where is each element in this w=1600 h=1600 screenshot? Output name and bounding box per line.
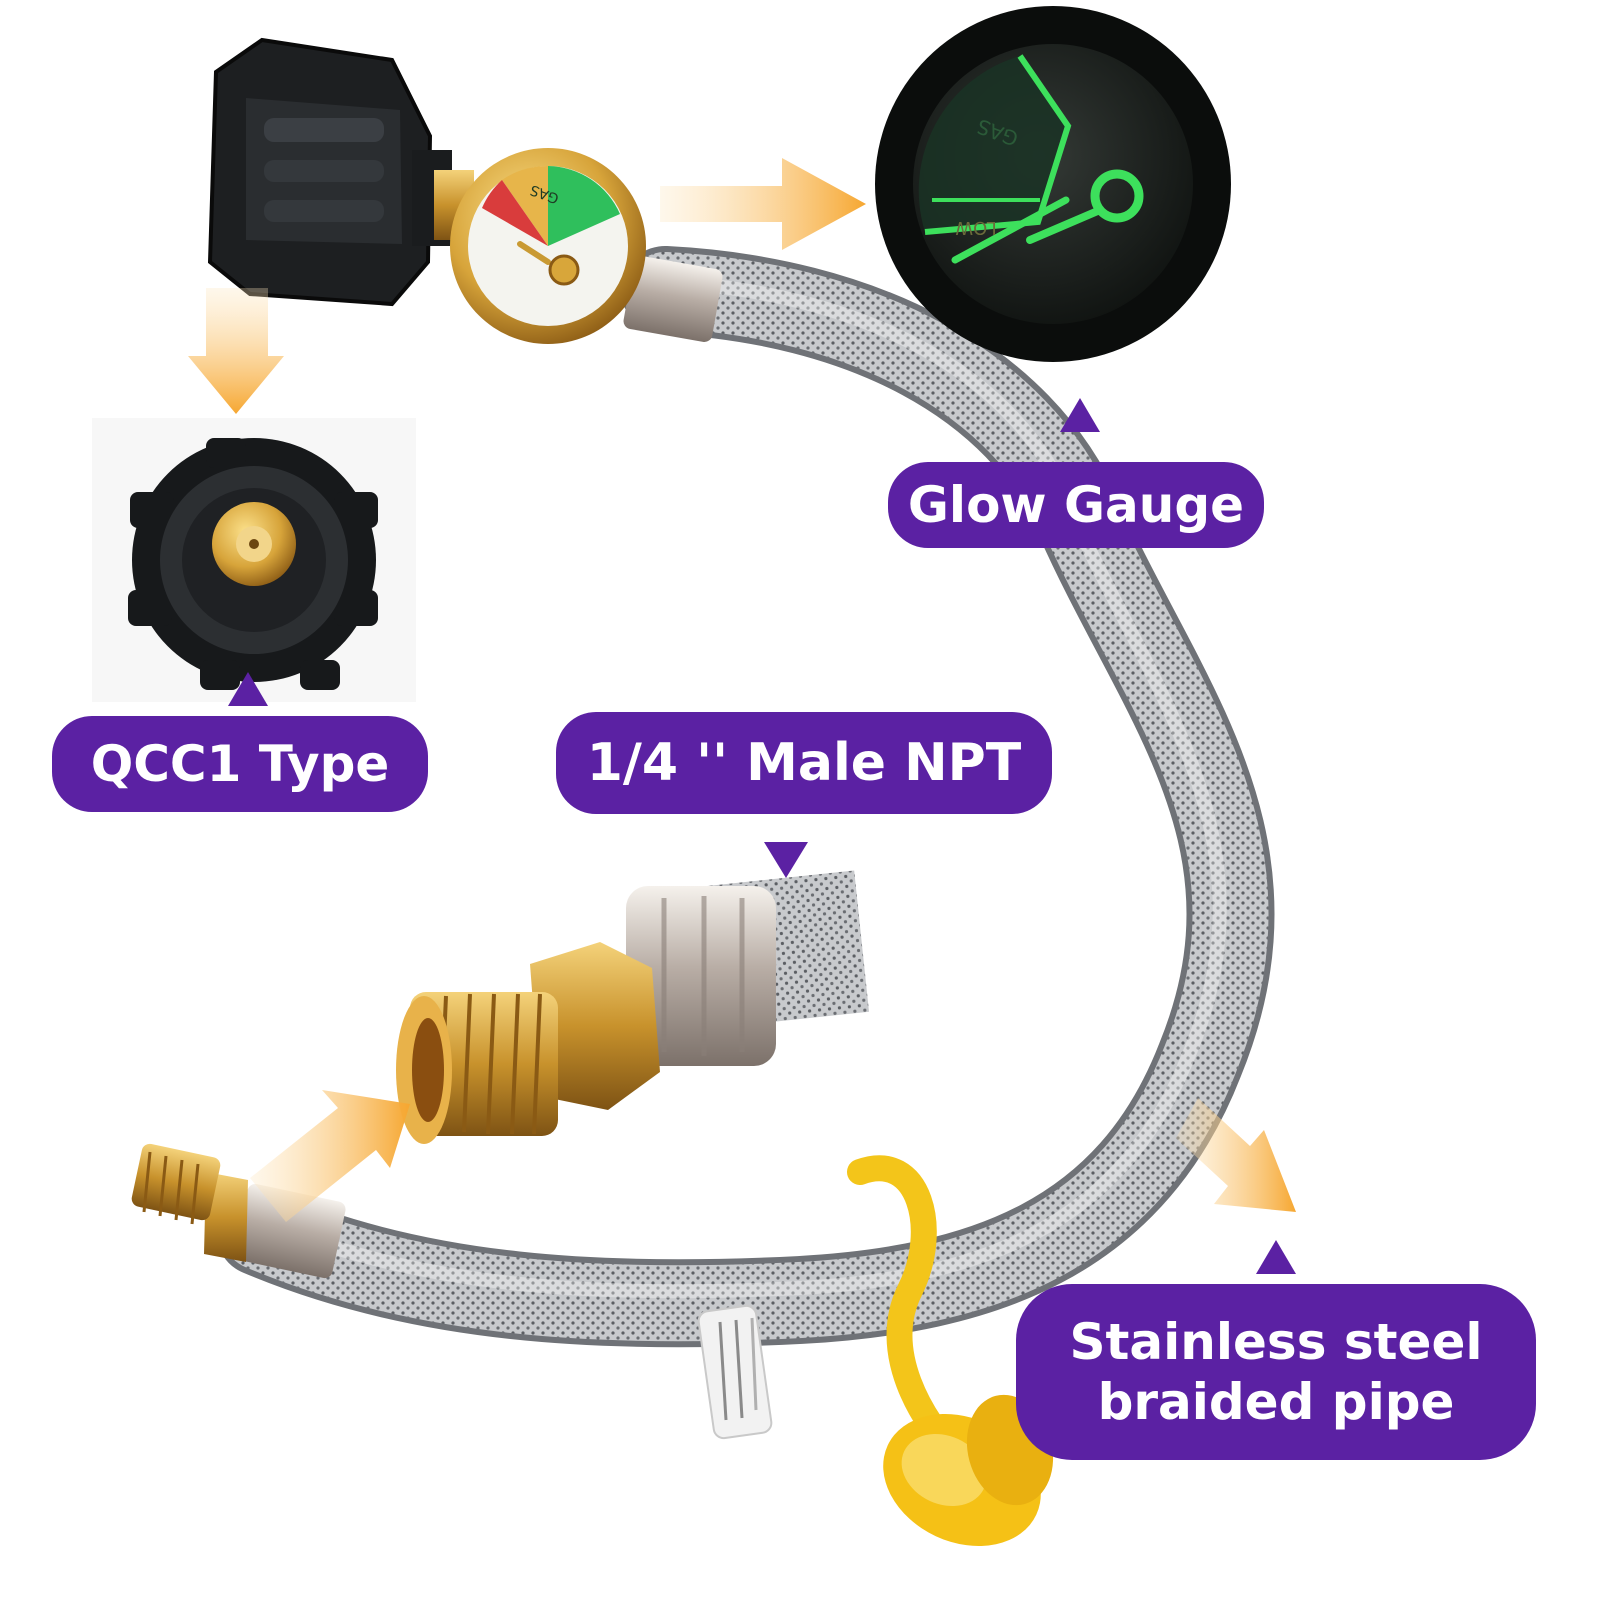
- braided-hose: [216, 246, 1275, 1348]
- large-gauge-low-text: LOW: [955, 217, 997, 238]
- stainless-label-line1: Stainless steel: [1069, 1313, 1483, 1371]
- triangle-pointer-icon: [764, 842, 808, 878]
- arrow-icon: [250, 1090, 410, 1222]
- glow-gauge-closeup: GAS LOW: [875, 6, 1231, 362]
- triangle-pointer-icon: [228, 672, 268, 706]
- stainless-label-line2: braided pipe: [1097, 1373, 1455, 1431]
- npt-fitting-closeup: [396, 870, 870, 1144]
- arrow-icon: [1176, 1098, 1296, 1212]
- triangle-pointer-icon: [1256, 1240, 1296, 1274]
- top-ferrule: [623, 256, 723, 342]
- stainless-steel-label: Stainless steel braided pipe: [1016, 1284, 1536, 1460]
- triangle-pointer-icon: [1060, 398, 1100, 432]
- arrow-icon: [660, 158, 866, 250]
- male-npt-label: 1/4 '' Male NPT: [556, 712, 1052, 814]
- qcc1-end-view: [92, 418, 416, 702]
- qcc1-type-label: QCC1 Type: [52, 716, 428, 812]
- small-gauge: GAS: [450, 148, 646, 344]
- glow-gauge-label: Glow Gauge: [888, 462, 1264, 548]
- acme-nut: [207, 37, 474, 307]
- arrow-icon: [188, 288, 284, 414]
- hose-label-sleeve: [697, 1304, 773, 1440]
- bottom-fitting: [131, 1143, 346, 1279]
